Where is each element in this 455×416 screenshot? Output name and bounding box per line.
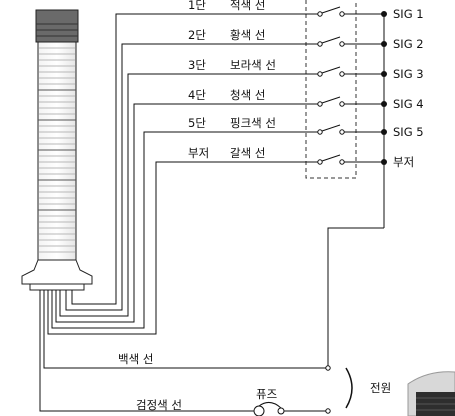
power-terminal	[325, 408, 331, 414]
signal-wire	[65, 43, 318, 311]
signal-wire	[71, 13, 318, 305]
white-wire-label: 백색 선	[118, 352, 153, 366]
switch-terminal	[339, 71, 345, 77]
wire-stage-label: 4단	[188, 88, 206, 102]
wire-color-label: 청색 선	[230, 88, 265, 102]
signal-label: 부저	[393, 155, 414, 169]
power-label: 전원	[370, 381, 391, 395]
switch-terminal	[317, 11, 323, 17]
switch-terminal	[339, 101, 345, 107]
signal-label: SIG 2	[393, 37, 424, 51]
wire-stage-label: 1단	[188, 0, 206, 12]
signal-label: SIG 3	[393, 67, 424, 81]
signal-label: SIG 4	[393, 97, 424, 111]
switch-blade	[321, 36, 341, 44]
switch-box	[305, 0, 357, 179]
wire-stage-label: 5단	[188, 116, 206, 130]
switch-terminal	[317, 101, 323, 107]
product-photo-thumbnail	[407, 371, 455, 416]
switch-terminal	[317, 71, 323, 77]
signal-wire	[55, 103, 318, 323]
switch-terminal	[317, 129, 323, 135]
wire-color-label: 황색 선	[230, 28, 265, 42]
wire-color-label: 갈색 선	[230, 146, 265, 160]
wire-stage-label: 3단	[188, 58, 206, 72]
wire-color-label: 보라색 선	[230, 58, 276, 72]
signal-wire	[47, 161, 318, 335]
switch-blade	[321, 66, 341, 74]
switch-blade	[321, 96, 341, 104]
black-wire-label: 검정색 선	[136, 398, 182, 412]
power-wires	[39, 290, 331, 414]
power-terminal	[325, 365, 331, 371]
signal-label: SIG 5	[393, 125, 424, 139]
switch-terminal	[317, 41, 323, 47]
switch-blade	[321, 154, 341, 162]
wire-color-label: 적색 선	[230, 0, 265, 12]
switch-terminal	[339, 129, 345, 135]
switch-terminal	[339, 11, 345, 17]
signal-wire	[51, 131, 318, 329]
switch-terminal	[317, 159, 323, 165]
switch-terminal	[339, 41, 345, 47]
wire-color-label: 핑크색 선	[230, 116, 276, 130]
wire-stage-label: 부저	[188, 146, 209, 160]
switch-blade	[321, 6, 341, 14]
power-bracket	[345, 367, 353, 409]
fuse-icon	[253, 402, 285, 416]
fuse-label: 퓨즈	[256, 387, 277, 401]
signal-tower	[21, 9, 93, 291]
switch-terminal	[339, 159, 345, 165]
white-wire	[43, 290, 326, 369]
switch-blade	[321, 124, 341, 132]
black-wire	[39, 290, 254, 412]
common-wire	[327, 227, 384, 368]
signal-wires: 1단 적색 선 SIG 1 2단 황색 선 SIG 2 3단 보라색 선 SIG 3 4단 청색 선…	[47, 0, 424, 368]
signal-label: SIG 1	[393, 7, 424, 21]
wire-stage-label: 2단	[188, 28, 206, 42]
signal-wire	[59, 73, 318, 317]
